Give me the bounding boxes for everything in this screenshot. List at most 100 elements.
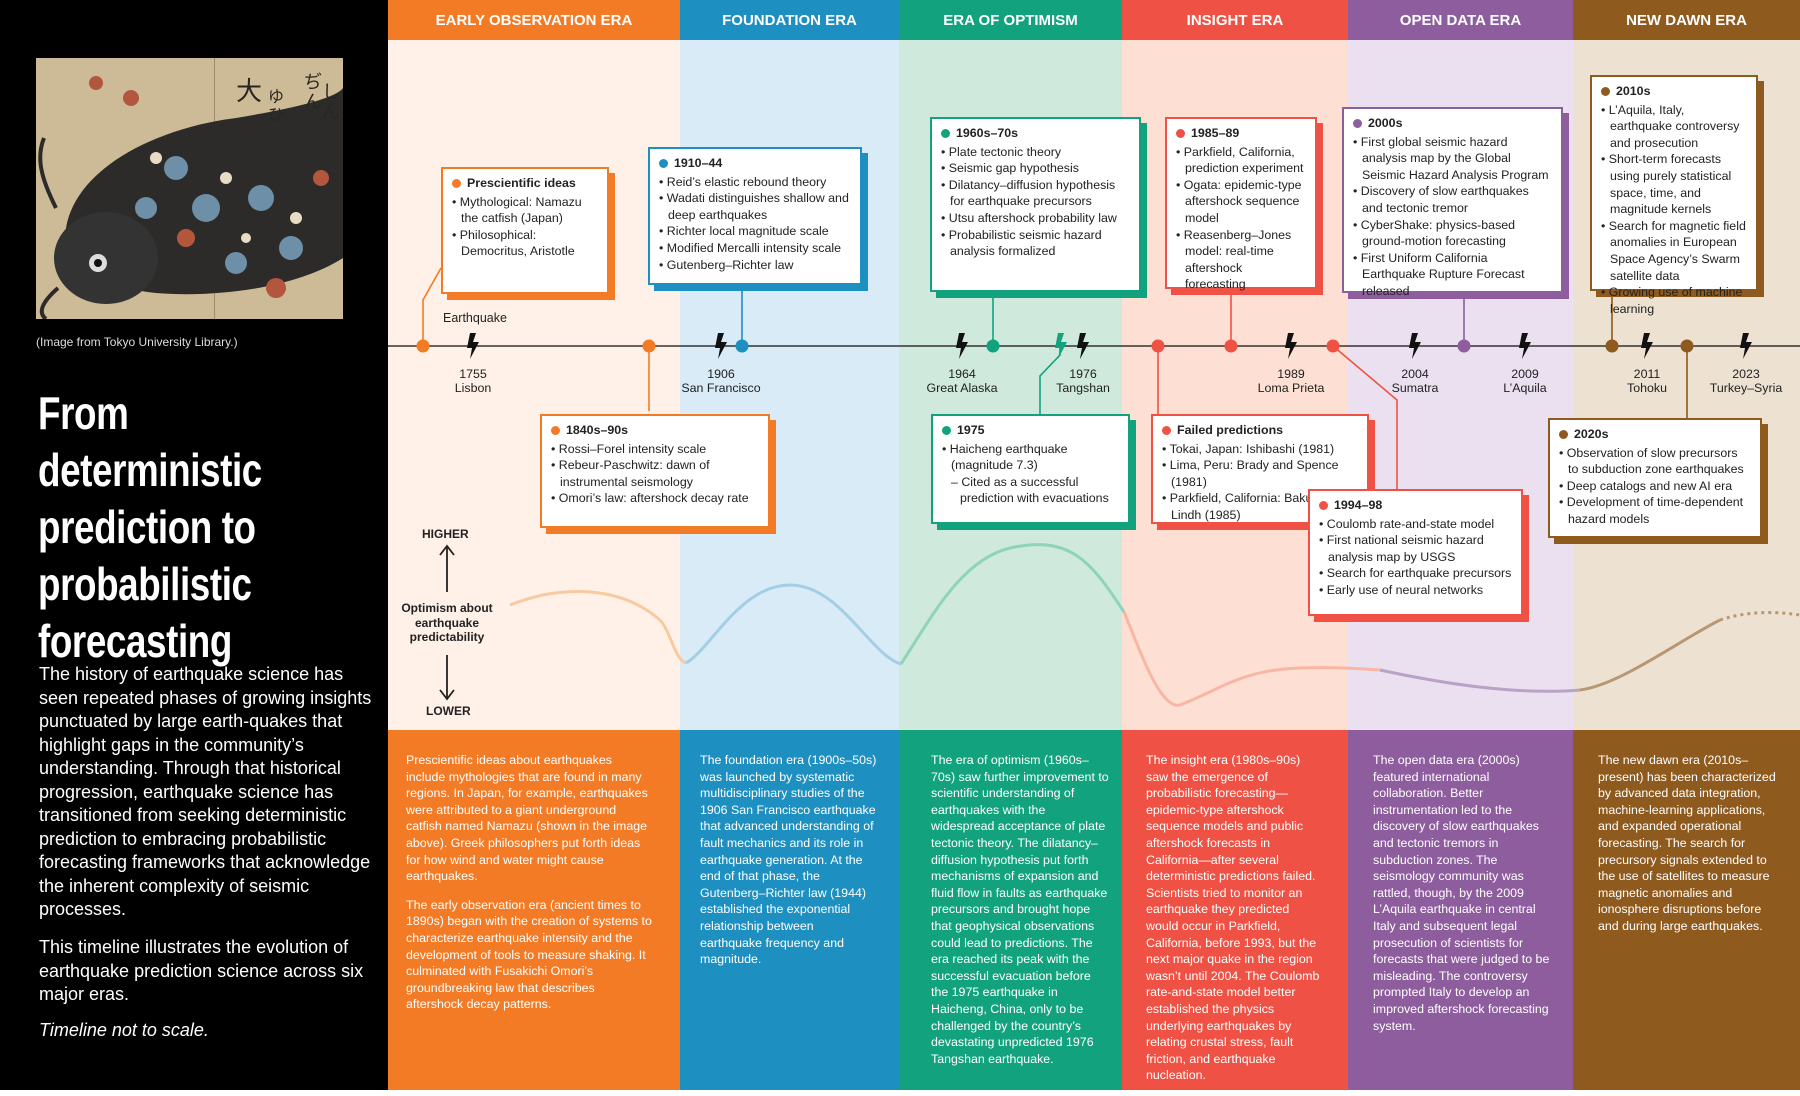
box-list-item: • Tokai, Japan: Ishibashi (1981) (1162, 441, 1335, 456)
svg-text:大: 大 (236, 77, 262, 107)
box-list-item: • Reasenberg–Jones model: real-time afte… (1176, 227, 1292, 292)
earthquake-bolt-icon (1055, 333, 1067, 359)
box-list-item: • Rossi–Forel intensity scale (551, 441, 707, 456)
earthquake-bolt-icon (956, 333, 968, 359)
earthquake-bolt-icon (1285, 333, 1297, 359)
bullet-dot-icon (941, 128, 950, 138)
svg-text:し: し (322, 82, 340, 103)
box-list-item: • First global seismic hazard analysis m… (1353, 134, 1549, 182)
box-heading: 1975 (942, 422, 1119, 439)
new-dawn-era-description: The new dawn era (2010s–present) has bee… (1598, 753, 1776, 933)
earthquake-bolt-icon (467, 333, 479, 359)
box-list-item: • Wadati distinguishes shallow and deep … (659, 191, 849, 222)
era-description-band (388, 730, 680, 1090)
box-list-subitem: – Cited as a successful prediction with … (951, 474, 1109, 506)
box-heading: 2010s (1601, 83, 1747, 100)
box-list: • Parkfield, California, prediction expe… (1176, 144, 1306, 293)
bullet-dot-icon (1353, 118, 1362, 128)
timeline-marker (1605, 339, 1619, 353)
box-prescientific-ideas: Prescientific ideas • Mythological: Namaz… (441, 167, 609, 294)
box-list: • L’Aquila, Italy, earthquake controvers… (1601, 102, 1747, 318)
intro-paragraph-2: This timeline illustrates the evolution … (39, 937, 364, 1004)
box-list-item: • Discovery of slow earthquakes and tect… (1353, 184, 1529, 215)
era-header-label: INSIGHT ERA (1186, 12, 1284, 29)
insight-era-description: The insight era (1980s–90s) saw the emer… (1146, 753, 1320, 1083)
box-list-item: • Development of time-dependent hazard m… (1559, 495, 1744, 526)
box-list: • Observation of slow precursors to subd… (1559, 445, 1751, 528)
era-header-band (1122, 0, 1348, 40)
optimism-curve (509, 590, 687, 665)
timeline-marker (1151, 339, 1165, 353)
bullet-dot-icon (1176, 128, 1185, 138)
svg-text:ん: ん (322, 102, 340, 123)
box-2010s: 2010s • L’Aquila, Italy, earthquake contr… (1590, 75, 1758, 316)
box-list-item: • Mythological: Namazu the catfish (Japa… (452, 194, 582, 226)
scale-note: Timeline not to scale. (39, 1020, 209, 1040)
box-heading: 2020s (1559, 426, 1751, 443)
era-description-band (680, 730, 899, 1090)
box-list-item: • L’Aquila, Italy, earthquake controvers… (1601, 102, 1740, 150)
box-2000s: 2000s • First global seismic hazard analy… (1342, 107, 1563, 298)
optimism-curve (899, 543, 1126, 665)
intro-paragraph: The history of earthquake science has se… (39, 664, 372, 919)
era-description-band (1573, 730, 1800, 1090)
box-list: • Haicheng earthquake (magnitude 7.3)– C… (942, 441, 1119, 507)
box-1910-44: 1910–44• Reid’s elastic rebound theory• … (648, 147, 862, 285)
box-list-item: • Search for earthquake precursors (1319, 566, 1512, 581)
box-list-item: • Gutenberg–Richter law (659, 257, 794, 272)
earthquake-bolt-icon (715, 333, 727, 359)
box-list-item: • Parkfield, California: Bakun and Lindh… (1162, 491, 1344, 522)
box-list-item: • First national seismic hazard analysis… (1319, 533, 1484, 564)
timeline-marker (986, 339, 1000, 353)
era-header-label: NEW DAWN ERA (1626, 12, 1747, 29)
era-header-band (899, 0, 1122, 40)
bullet-dot-icon (1319, 500, 1328, 510)
early-era-description: Prescientific ideas about earthquakes in… (406, 753, 652, 1012)
bullet-dot-icon (1162, 425, 1171, 435)
box-heading: 1840s–90s (551, 422, 759, 439)
box-heading: 1985–89 (1176, 125, 1306, 142)
svg-text:ひ: ひ (268, 105, 284, 124)
box-heading: 2000s (1353, 115, 1552, 132)
optimism-curve (1122, 611, 1381, 707)
timeline-marker (1457, 339, 1471, 353)
box-list-item: • Omori’s law: aftershock decay rate (551, 491, 749, 506)
svg-text:ぢ: ぢ (304, 72, 322, 93)
era-header-label: EARLY OBSERVATION ERA (435, 12, 633, 29)
bullet-dot-icon (659, 158, 668, 168)
era-header-label: FOUNDATION ERA (722, 12, 857, 29)
box-1840s-90s: 1840s–90s• Rossi–Forel intensity scale• … (540, 414, 770, 528)
era-background (388, 40, 680, 730)
box-heading: Prescientific ideas (452, 175, 598, 192)
box-list-item: • Dilatancy–diffusion hypothesis for ear… (941, 177, 1116, 209)
timeline-marker (642, 339, 656, 353)
box-list-item: • Parkfield, California, prediction expe… (1176, 144, 1304, 176)
box-list-item: • Short-term forecasts using purely stat… (1601, 152, 1732, 217)
earthquake-legend-label: Earthquake (443, 311, 507, 325)
timeline-marker (1326, 339, 1340, 353)
box-list-item: • Growing use of machine learning (1601, 285, 1743, 316)
box-heading: 1994–98 (1319, 497, 1512, 514)
box-list-item: • CyberShake: physics-based ground-motio… (1353, 217, 1516, 249)
bullet-dot-icon (551, 425, 560, 435)
box-list-item: • Lima, Peru: Brady and Spence (1981) (1162, 458, 1339, 489)
box-list-item: • Probabilistic seismic hazard analysis … (941, 227, 1102, 259)
earthquake-bolt-icon (1409, 333, 1421, 359)
box-list-item: • Ogata: epidemic-type aftershock sequen… (1176, 177, 1302, 225)
box-list-item: • First Uniform California Earthquake Ru… (1353, 250, 1525, 298)
box-heading: Failed predictions (1162, 422, 1358, 439)
era-header-band (388, 0, 680, 40)
box-1975: 1975 • Haicheng earthquake (magnitude 7.3… (931, 414, 1130, 524)
box-list: • First global seismic hazard analysis m… (1353, 134, 1552, 300)
namazu-catfish-painting: 大 ゆ ひ ぢ ん し ん (36, 58, 343, 319)
box-list: • Rossi–Forel intensity scale• Rebeur-Pa… (551, 441, 759, 507)
box-list-item: • Haicheng earthquake (magnitude 7.3) (942, 441, 1068, 473)
image-caption: (Image from Tokyo University Library.) (36, 335, 238, 349)
svg-text:ゆ: ゆ (268, 87, 284, 106)
